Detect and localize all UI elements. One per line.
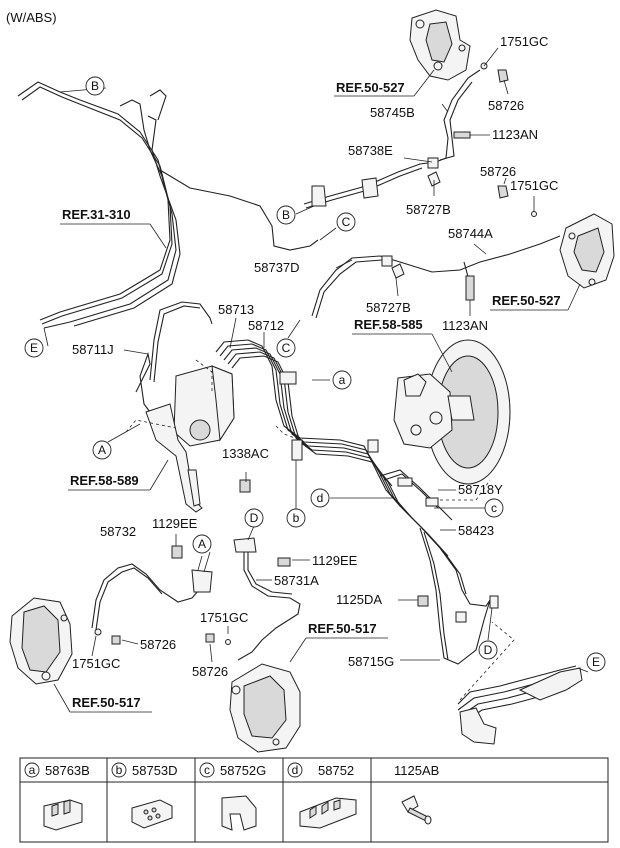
- leader-lines: [43, 47, 589, 701]
- clip-58763b-icon: [43, 799, 83, 831]
- svg-text:a: a: [339, 373, 346, 387]
- svg-text:B: B: [91, 79, 99, 93]
- svg-text:E: E: [30, 341, 38, 355]
- callout-c-mid: C: [276, 338, 296, 358]
- ref-label-58-585: REF.58-585: [354, 317, 423, 332]
- legend-part-b: 58753D: [132, 763, 178, 778]
- callout-e-right: E: [586, 652, 606, 672]
- top-brake-caliper: [409, 9, 471, 81]
- legend-cell-a: a 58763B: [24, 762, 90, 831]
- lower-right-pipe-bundle: [457, 665, 583, 745]
- part-label-58727b-top: 58727B: [406, 202, 451, 217]
- ref-label-31-310: REF.31-310: [62, 207, 131, 222]
- ref-label-50-527-top: REF.50-527: [336, 80, 405, 95]
- part-label-58711j: 58711J: [72, 342, 114, 357]
- part-label-58726-right: 58726: [480, 164, 516, 179]
- left-pipe-bundle: [17, 81, 319, 329]
- callout-a-abs: A: [92, 440, 112, 460]
- part-label-58726-left: 58726: [140, 637, 176, 652]
- svg-text:A: A: [198, 537, 206, 551]
- lower-left-brake-caliper: [9, 597, 73, 685]
- legend-cell-bolt: 1125AB: [394, 763, 439, 825]
- svg-text:a: a: [29, 763, 36, 777]
- brake-booster: [393, 339, 511, 485]
- part-label-58731a: 58731A: [274, 573, 319, 588]
- part-label-1751gc-top: 1751GC: [500, 34, 548, 49]
- part-label-58744a: 58744A: [448, 226, 493, 241]
- callout-b-top: B: [85, 76, 105, 96]
- clip-58752-icon: [299, 797, 357, 829]
- callout-d-right: D: [478, 640, 498, 660]
- ref-label-50-517-mid: REF.50-517: [308, 621, 377, 636]
- callout-c-top: C: [336, 212, 356, 232]
- svg-text:c: c: [491, 501, 497, 515]
- part-label-58732: 58732: [100, 524, 136, 539]
- ref-label-58-589: REF.58-589: [70, 473, 139, 488]
- lower-left-pipes: [91, 563, 205, 631]
- part-label-1751gc-mid: 1751GC: [200, 610, 248, 625]
- svg-text:C: C: [342, 215, 351, 229]
- part-label-1123an-mid: 1123AN: [442, 318, 488, 333]
- part-label-1125da: 1125DA: [336, 592, 382, 607]
- clip-58753d-icon: [131, 799, 173, 829]
- callout-small-d: d: [310, 488, 330, 508]
- legend-part-a: 58763B: [45, 763, 90, 778]
- callout-small-c: c: [484, 498, 504, 518]
- legend-part-c: 58752G: [220, 763, 266, 778]
- part-label-58423: 58423: [458, 523, 494, 538]
- lower-mid-brake-caliper: [229, 663, 301, 753]
- part-label-1123an-top: 1123AN: [492, 127, 538, 142]
- ref-label-50-517-left: REF.50-517: [72, 695, 141, 710]
- svg-text:d: d: [317, 491, 324, 505]
- part-label-1338ac: 1338AC: [222, 446, 269, 461]
- callout-d-lower: D: [244, 508, 264, 528]
- ref-leaders: [53, 69, 581, 713]
- callout-b-mid: B: [276, 205, 296, 225]
- part-label-58726-top: 58726: [488, 98, 524, 113]
- legend-part-bolt: 1125AB: [394, 763, 439, 778]
- abs-modulator: [145, 365, 235, 513]
- ref-label-50-527-right: REF.50-527: [492, 293, 561, 308]
- svg-text:E: E: [592, 655, 600, 669]
- callout-a-lower: A: [192, 534, 212, 554]
- legend-cell-c: c 58752G: [199, 762, 266, 831]
- svg-text:A: A: [98, 443, 106, 457]
- svg-text:c: c: [204, 763, 210, 777]
- part-label-58713: 58713: [218, 302, 254, 317]
- legend-table: a 58763B b 58753D c 58752G: [19, 757, 609, 843]
- part-label-1751gc-right: 1751GC: [510, 178, 558, 193]
- svg-text:C: C: [282, 341, 291, 355]
- bolt-1125ab-icon: [401, 795, 432, 825]
- part-label-1129ee-left: 1129EE: [152, 516, 198, 531]
- svg-text:D: D: [484, 643, 493, 657]
- right-brake-caliper: [559, 213, 615, 289]
- lower-mid-pipes: [237, 548, 301, 661]
- fasteners: [94, 62, 537, 645]
- legend-part-d: 58752: [318, 763, 354, 778]
- clip-58752g-icon: [221, 795, 257, 831]
- part-label-58727b-mid: 58727B: [366, 300, 411, 315]
- part-label-58738e: 58738E: [348, 143, 393, 158]
- part-label-1751gc-left: 1751GC: [72, 656, 120, 671]
- part-label-58718y: 58718Y: [458, 482, 503, 497]
- part-label-58726-mid: 58726: [192, 664, 228, 679]
- svg-text:b: b: [293, 511, 300, 525]
- svg-text:b: b: [116, 763, 123, 777]
- callout-small-b: b: [286, 508, 306, 528]
- part-label-1129ee-mid: 1129EE: [312, 553, 358, 568]
- callout-small-a: a: [332, 370, 352, 390]
- svg-text:d: d: [292, 763, 299, 777]
- legend-cell-b: b 58753D: [111, 762, 178, 829]
- part-label-58737d: 58737D: [254, 260, 300, 275]
- callout-e-left: E: [24, 338, 44, 358]
- part-label-58745b: 58745B: [370, 105, 415, 120]
- svg-text:D: D: [250, 511, 259, 525]
- part-label-58712: 58712: [248, 318, 284, 333]
- part-label-58715g: 58715G: [348, 654, 394, 669]
- legend-cell-d: d 58752: [287, 762, 357, 829]
- diagram-title: (W/ABS): [6, 10, 57, 25]
- svg-text:B: B: [282, 208, 290, 222]
